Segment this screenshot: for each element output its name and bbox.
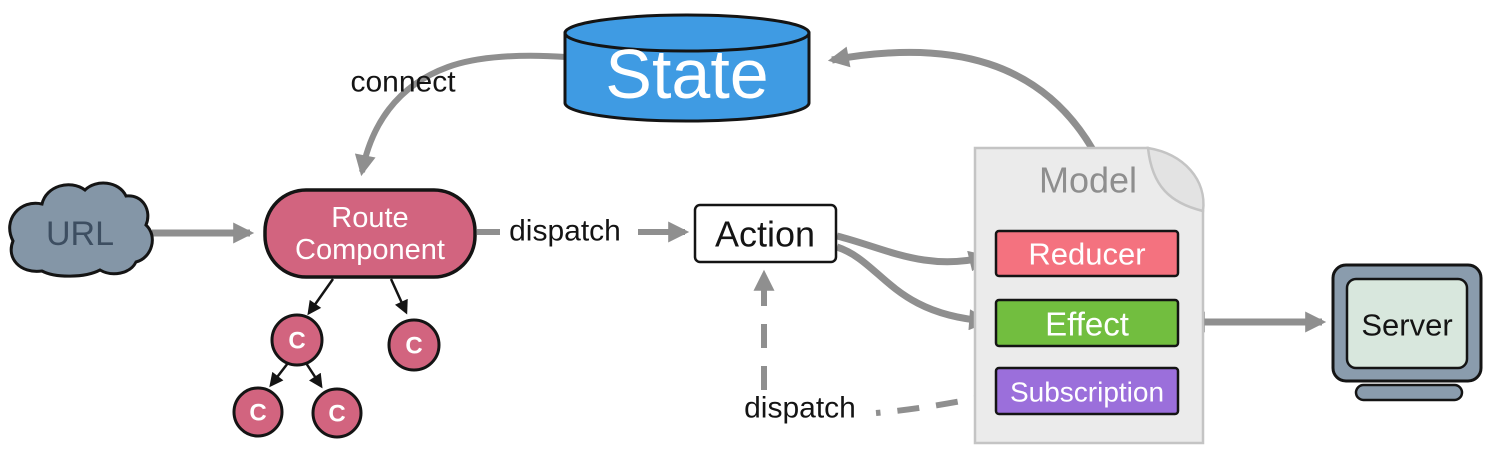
route-label-line1: Route [331, 202, 408, 234]
route-component-node: Route Component [263, 188, 477, 279]
component-circle-label: C [288, 328, 305, 355]
component-circle [232, 386, 284, 438]
dispatch-label-route-action: dispatch [509, 215, 621, 248]
component-circle [270, 313, 324, 367]
state-store-cylinder: State [563, 13, 811, 123]
server-monitor: Server [1331, 263, 1483, 402]
effect-label: Effect [1045, 306, 1129, 343]
component-circle-label: C [249, 400, 266, 427]
tree-edge-2 [389, 278, 408, 315]
action-to-effect-arrow [835, 243, 991, 331]
route-label-line2: Component [295, 234, 445, 266]
tree-edge-3 [269, 362, 289, 388]
tree-edge-4 [304, 362, 323, 389]
model-fold-corner [1146, 146, 1205, 213]
action-shape [693, 203, 838, 264]
component-circle-label: C [405, 333, 422, 360]
connect-arrow-state-to-route [354, 52, 567, 177]
effect-box [994, 298, 1180, 348]
server-label: Server [1361, 308, 1452, 343]
component-circle-label: C [328, 401, 345, 428]
model-to-state-arrow [827, 46, 1097, 152]
model-label: Model [1039, 160, 1137, 201]
tree-edge-1 [307, 278, 335, 316]
url-label: URL [46, 215, 114, 253]
model-document: Model Reducer Effect Subscription [973, 146, 1205, 445]
state-label: State [605, 35, 768, 113]
action-node: Action [693, 203, 838, 264]
cloud-icon [8, 181, 154, 278]
monitor-screen-icon [1345, 277, 1469, 370]
subscription-box [994, 366, 1180, 416]
component-circle [311, 387, 363, 439]
monitor-stand-icon [1354, 383, 1464, 402]
dispatch-label-subscription-action: dispatch [744, 392, 856, 425]
action-label: Action [715, 214, 815, 255]
url-cloud: URL [8, 181, 154, 278]
reducer-label: Reducer [1028, 237, 1145, 272]
component-tree: C C C C [232, 278, 441, 439]
component-circle [387, 318, 441, 372]
subscription-label: Subscription [1010, 377, 1164, 408]
route-component-shape [263, 188, 477, 279]
connect-label: connect [350, 66, 456, 99]
state-cylinder-top [563, 13, 811, 53]
action-to-reducer-arrow [836, 232, 991, 272]
state-cylinder-body [563, 31, 811, 123]
reducer-box [994, 229, 1180, 278]
